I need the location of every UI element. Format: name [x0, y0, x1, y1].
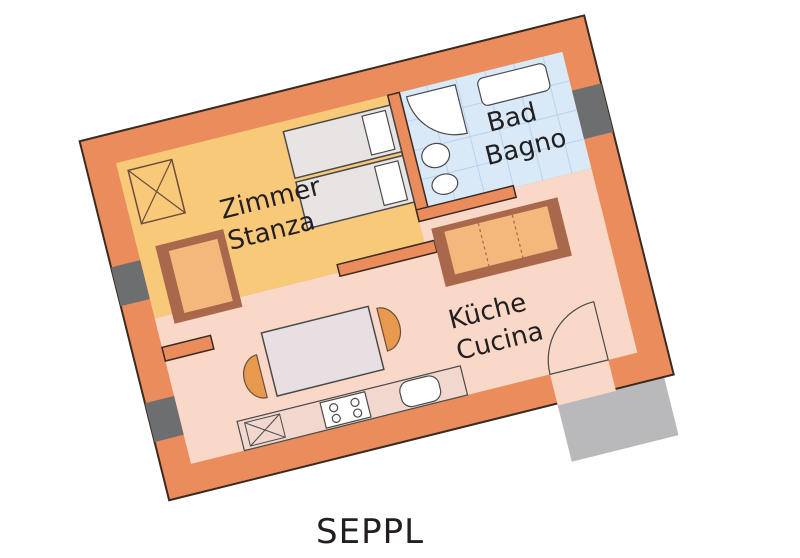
- chair-left: [243, 354, 268, 399]
- wardrobe: [127, 158, 187, 225]
- shower-tray: [405, 84, 468, 136]
- window-right: [572, 83, 614, 140]
- pillow-upper: [361, 109, 396, 156]
- apartment-title: SEPPL: [316, 512, 424, 552]
- washbasin: [421, 142, 451, 169]
- stove-burner: [331, 413, 341, 423]
- stove-burner: [353, 408, 363, 418]
- armchair-seat: [168, 238, 233, 314]
- toilet: [431, 173, 459, 195]
- sink: [399, 375, 442, 408]
- sofa-seat: [444, 206, 558, 275]
- window-left-lower: [144, 395, 184, 443]
- kitchen-storage: [244, 413, 286, 447]
- stove-burner: [350, 397, 360, 408]
- wall-bad-kueche: [415, 184, 518, 223]
- chair-right: [376, 307, 402, 352]
- pillow-lower: [373, 160, 409, 207]
- dining-table: [260, 305, 385, 397]
- entrance-gap: [549, 355, 616, 406]
- bathroom-counter: [477, 63, 551, 106]
- entrance-door-swing: [547, 300, 609, 376]
- wall-zimmer-kueche: [161, 334, 215, 362]
- window-left-upper: [111, 260, 150, 307]
- apartment-seppl: Zimmer Stanza Bad Bagno Küche Cucina: [78, 14, 679, 502]
- stove-burner: [329, 403, 339, 413]
